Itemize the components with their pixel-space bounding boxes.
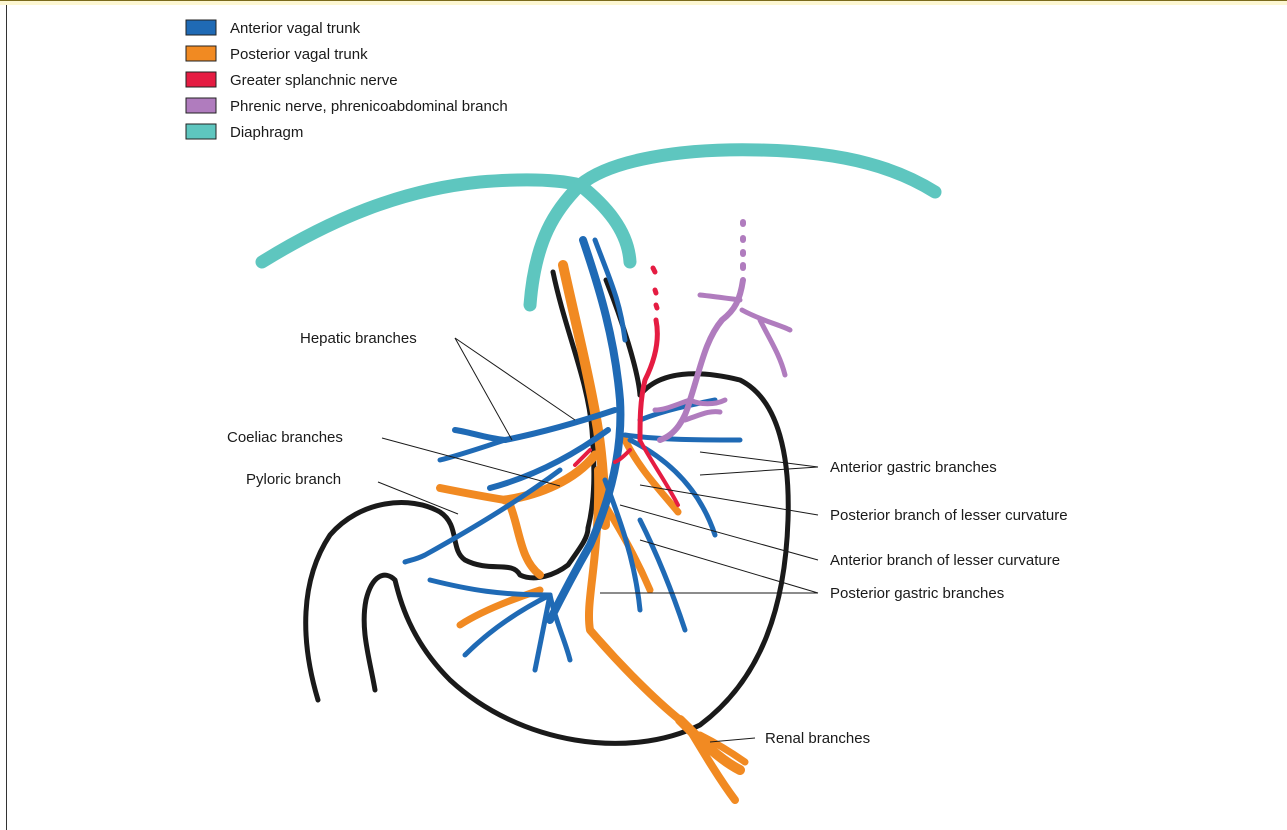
posterior-gastric-branch-blue-1 bbox=[605, 480, 640, 610]
legend-item-posterior: Posterior vagal trunk bbox=[186, 46, 368, 63]
hepatic-branch-2 bbox=[455, 430, 505, 440]
pylorus-and-duodenum bbox=[306, 503, 588, 700]
legend-item-splanchnic: Greater splanchnic nerve bbox=[186, 72, 398, 89]
legend-swatch-anterior bbox=[186, 20, 216, 35]
label-posterior-gastric-branches: Posterior gastric branches bbox=[830, 585, 1004, 602]
label-posterior-branch-lesser: Posterior branch of lesser curvature bbox=[830, 507, 1068, 524]
posterior-branch-left bbox=[440, 488, 505, 500]
legend-swatch-splanchnic bbox=[186, 72, 216, 87]
leader-hepatic-1 bbox=[455, 338, 512, 440]
legend-label-posterior: Posterior vagal trunk bbox=[230, 46, 368, 63]
legend-swatch-phrenic bbox=[186, 98, 216, 113]
leader-anterior-gastric-1 bbox=[700, 452, 818, 467]
legend-item-phrenic: Phrenic nerve, phrenicoabdominal branch bbox=[186, 98, 508, 115]
anterior-lower-branch-4 bbox=[430, 580, 550, 595]
legend-swatch-posterior bbox=[186, 46, 216, 61]
label-anterior-gastric-branches: Anterior gastric branches bbox=[830, 459, 997, 476]
posterior-branch-loop bbox=[510, 505, 540, 575]
anterior-lower-branch-2 bbox=[535, 595, 550, 670]
label-anterior-branch-lesser: Anterior branch of lesser curvature bbox=[830, 552, 1060, 569]
legend-label-anterior: Anterior vagal trunk bbox=[230, 20, 361, 37]
phrenic-branch-1 bbox=[700, 295, 740, 300]
diaphragm-right-dome bbox=[580, 150, 935, 192]
phrenic-branch-5 bbox=[685, 412, 720, 420]
splanchnic-dot-2 bbox=[655, 290, 656, 293]
label-coeliac-branches: Coeliac branches bbox=[227, 429, 343, 446]
label-hepatic-branches: Hepatic branches bbox=[300, 330, 417, 347]
legend-swatch-diaphragm bbox=[186, 124, 216, 139]
greater-curvature bbox=[364, 374, 788, 744]
legend-label-diaphragm: Diaphragm bbox=[230, 124, 303, 141]
label-renal-branches: Renal branches bbox=[765, 730, 870, 747]
legend: Anterior vagal trunk Posterior vagal tru… bbox=[186, 20, 508, 141]
leader-coeliac bbox=[382, 438, 560, 486]
leader-hepatic-2 bbox=[455, 338, 575, 420]
label-pyloric-branch: Pyloric branch bbox=[246, 471, 341, 488]
splanchnic-dot-1 bbox=[653, 268, 655, 272]
legend-item-anterior: Anterior vagal trunk bbox=[186, 20, 361, 37]
legend-item-diaphragm: Diaphragm bbox=[186, 124, 303, 141]
legend-label-phrenic: Phrenic nerve, phrenicoabdominal branch bbox=[230, 98, 508, 115]
legend-label-splanchnic: Greater splanchnic nerve bbox=[230, 72, 398, 89]
pyloric-branch bbox=[405, 470, 560, 562]
diaphragm-left-dome bbox=[262, 180, 580, 262]
hepatic-branch-3 bbox=[440, 440, 505, 460]
splanchnic-dot-3 bbox=[656, 305, 657, 308]
leader-anterior-gastric-2 bbox=[700, 467, 818, 475]
